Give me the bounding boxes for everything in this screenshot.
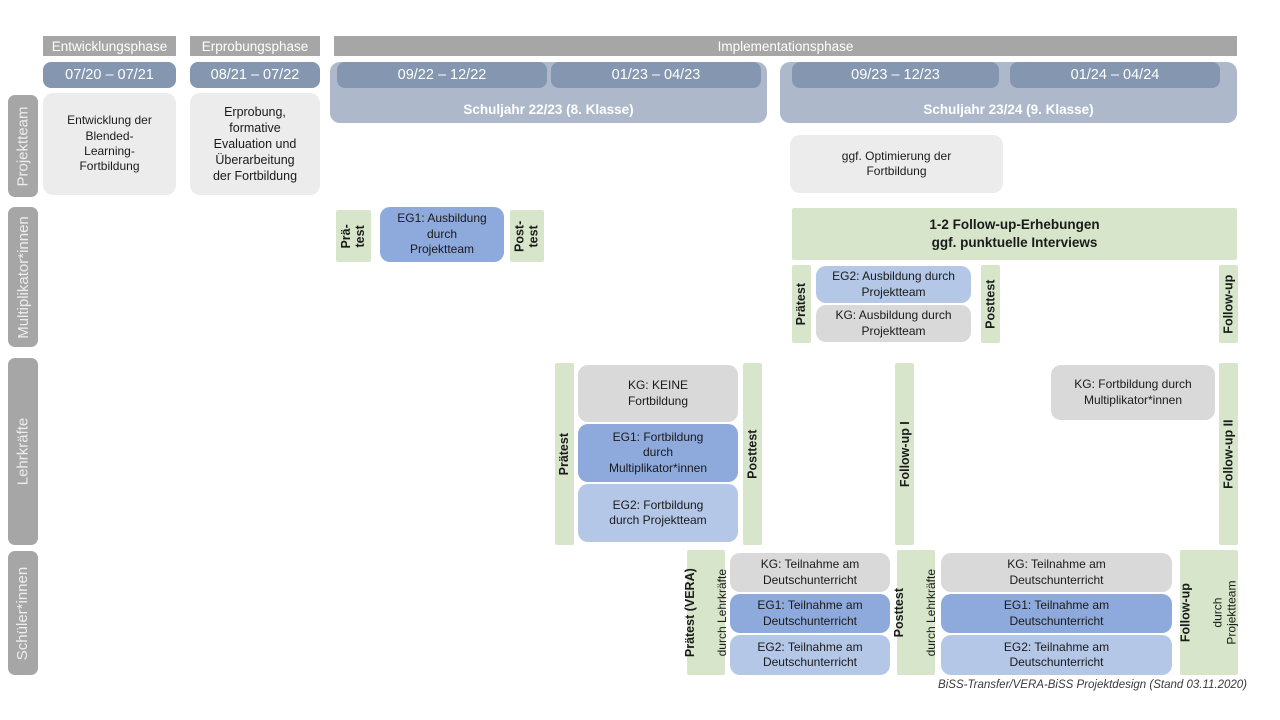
box-mu-followup-erhebungen: 1-2 Follow-up-Erhebungen ggf. punktuelle… bbox=[792, 208, 1237, 260]
bar-le-praetest-label: Prätest bbox=[557, 432, 572, 476]
rail-multiplikatorinnen: Multiplikator*innen bbox=[8, 207, 38, 347]
box-entwicklung-fortbildung: Entwicklung der Blended- Learning- Fortb… bbox=[43, 93, 176, 195]
bar-mu-praetest: Prätest bbox=[792, 265, 811, 343]
bar-su-praetest-vera-sub: durch Lehrkräfte bbox=[714, 568, 729, 657]
bar-su-followup-title: Follow-up bbox=[1178, 582, 1193, 643]
phase-bar-implementationsphase: Implementationsphase bbox=[334, 36, 1237, 56]
box-su-eg1-teilnahme-2: EG1: Teilnahme am Deutschunterricht bbox=[941, 594, 1172, 633]
box-erprobung-evaluation: Erprobung, formative Evaluation und Über… bbox=[190, 93, 320, 195]
date-range-0821-0722: 08/21 – 07/22 bbox=[190, 62, 320, 88]
box-su-eg2-teilnahme-2: EG2: Teilnahme am Deutschunterricht bbox=[941, 635, 1172, 675]
bar-mu-followup-label: Follow-up bbox=[1221, 274, 1236, 334]
rail-lehrkraefte: Lehrkräfte bbox=[8, 358, 38, 545]
bar-su-posttest: Posttest durch Lehrkräfte bbox=[893, 550, 938, 675]
box-mu-eg2-ausbildung: EG2: Ausbildung durch Projektteam bbox=[816, 266, 971, 303]
bar-mu-followup: Follow-up bbox=[1219, 265, 1238, 343]
box-su-eg1-teilnahme-1: EG1: Teilnahme am Deutschunterricht bbox=[730, 594, 890, 633]
rail-schuelerinnen: Schüler*innen bbox=[8, 551, 38, 675]
bar-mu-praetest-small-label: Prä- test bbox=[339, 223, 368, 249]
box-su-kg-teilnahme-1: KG: Teilnahme am Deutschunterricht bbox=[730, 553, 890, 592]
date-range-0922-1222: 09/22 – 12/22 bbox=[337, 62, 547, 88]
rail-lehrkraefte-label: Lehrkräfte bbox=[14, 417, 32, 486]
date-range-0123-0423: 01/23 – 04/23 bbox=[551, 62, 761, 88]
box-mu-kg-ausbildung: KG: Ausbildung durch Projektteam bbox=[816, 305, 971, 342]
footer-caption: BiSS-Transfer/VERA-BiSS Projektdesign (S… bbox=[938, 679, 1247, 691]
bar-su-posttest-title: Posttest bbox=[892, 587, 907, 638]
rail-projektteam: Projektteam bbox=[8, 95, 38, 197]
rail-multiplikatorinnen-label: Multiplikator*innen bbox=[14, 215, 32, 339]
phase-bar-erprobungsphase: Erprobungsphase bbox=[190, 36, 320, 56]
bar-le-posttest-label: Posttest bbox=[745, 429, 760, 479]
box-le-kg-fortbildung-multiplikatoren: KG: Fortbildung durch Multiplikator*inne… bbox=[1051, 365, 1215, 420]
bar-le-followup2-label: Follow-up II bbox=[1221, 419, 1236, 489]
bar-su-followup-sub: durch Projektteam bbox=[1210, 580, 1239, 645]
phase-bar-entwicklungsphase: Entwicklungsphase bbox=[43, 36, 176, 56]
date-range-0720-0721: 07/20 – 07/21 bbox=[43, 62, 176, 88]
bar-su-praetest-vera-title: Prätest (VERA) bbox=[682, 568, 697, 657]
bar-mu-praetest-small: Prä- test bbox=[336, 210, 371, 262]
rail-schuelerinnen-label: Schüler*innen bbox=[14, 566, 32, 660]
box-mu-eg1-ausbildung: EG1: Ausbildung durch Projektteam bbox=[380, 207, 504, 262]
bar-mu-posttest-small-label: Post- test bbox=[512, 220, 541, 252]
box-optimierung-fortbildung: ggf. Optimierung der Fortbildung bbox=[790, 135, 1003, 193]
bar-le-followup2: Follow-up II bbox=[1219, 363, 1238, 545]
bar-mu-posttest: Posttest bbox=[981, 265, 1000, 343]
bar-le-posttest: Posttest bbox=[743, 363, 762, 545]
bar-mu-posttest-small: Post- test bbox=[510, 210, 544, 262]
box-le-kg-keine-fortbildung: KG: KEINE Fortbildung bbox=[578, 365, 738, 422]
box-su-kg-teilnahme-2: KG: Teilnahme am Deutschunterricht bbox=[941, 553, 1172, 592]
box-le-eg1-fortbildung: EG1: Fortbildung durch Multiplikator*inn… bbox=[578, 424, 738, 482]
date-range-0124-0424: 01/24 – 04/24 bbox=[1010, 62, 1220, 88]
box-su-eg2-teilnahme-1: EG2: Teilnahme am Deutschunterricht bbox=[730, 635, 890, 675]
bar-su-praetest-vera: Prätest (VERA) durch Lehrkräfte bbox=[683, 550, 728, 675]
bar-le-praetest: Prätest bbox=[555, 363, 574, 545]
date-range-0923-1223: 09/23 – 12/23 bbox=[792, 62, 999, 88]
bar-le-followup1-label: Follow-up I bbox=[897, 421, 912, 487]
rail-projektteam-label: Projektteam bbox=[14, 105, 32, 187]
bar-le-followup1: Follow-up I bbox=[895, 363, 914, 545]
bar-su-posttest-sub: durch Lehrkräfte bbox=[924, 568, 939, 657]
bar-mu-praetest-label: Prätest bbox=[794, 282, 809, 326]
bar-su-followup: Follow-up durch Projektteam bbox=[1178, 550, 1239, 675]
box-le-eg2-fortbildung: EG2: Fortbildung durch Projektteam bbox=[578, 484, 738, 542]
bar-mu-posttest-label: Posttest bbox=[983, 279, 998, 329]
